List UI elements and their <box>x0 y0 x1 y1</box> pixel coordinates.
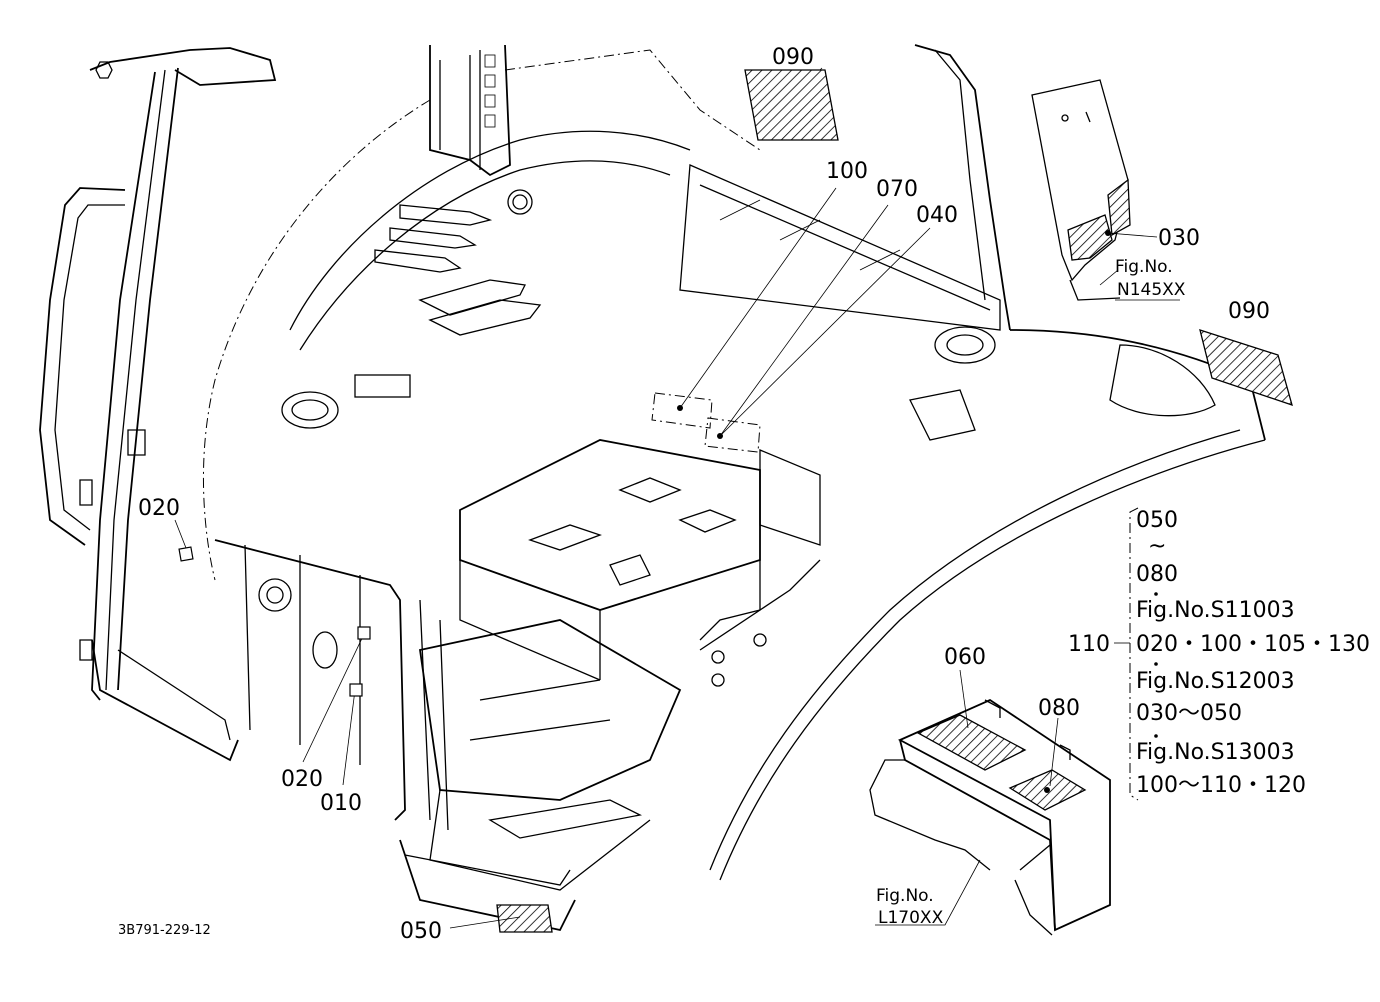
decal-090-top <box>744 69 839 141</box>
label-040: 040 <box>916 203 958 228</box>
label-110: 110 <box>1068 632 1110 657</box>
bracket-line-2: ~ <box>1148 534 1166 559</box>
drawing-id: 3B791-229-12 <box>118 923 211 938</box>
fig-ref-upper-number: N145XX <box>1117 280 1186 300</box>
label-090-top: 090 <box>772 45 814 70</box>
cab-frame-drawing <box>39 44 1266 932</box>
bracket-line-5: 020・100・105・130 <box>1136 632 1370 657</box>
bracket-line-8: Fig.No.S13003 <box>1136 740 1295 765</box>
decal-090-right <box>1199 329 1293 407</box>
fig-ref-lower-prefix: Fig.No. <box>876 886 934 906</box>
inset-rear-cover <box>869 698 1111 936</box>
bracket-line-3: 080 <box>1136 562 1178 587</box>
label-020-lower: 020 <box>281 767 323 792</box>
label-020-upper: 020 <box>138 496 180 521</box>
bracket-line-6: Fig.No.S12003 <box>1136 669 1295 694</box>
inset-window-glass <box>1031 79 1131 301</box>
label-080: 080 <box>1038 696 1080 721</box>
decal-100-070 <box>651 392 761 453</box>
leader-lines <box>174 67 1180 929</box>
fig-ref-upper-prefix: Fig.No. <box>1115 257 1173 277</box>
bracket-line-4: Fig.No.S11003 <box>1136 598 1295 623</box>
label-100: 100 <box>826 159 868 184</box>
bracket-line-7: 030～050 <box>1136 701 1242 726</box>
label-060: 060 <box>944 645 986 670</box>
bracket-line-9: 100～110・120 <box>1136 773 1306 798</box>
bracket-line-1: 050 <box>1136 508 1178 533</box>
label-070: 070 <box>876 177 918 202</box>
fig-ref-lower-number: L170XX <box>878 908 944 928</box>
label-030: 030 <box>1158 226 1200 251</box>
label-090-right: 090 <box>1228 299 1270 324</box>
bracket-group-110: 110 050 ~ 080 Fig.No.S11003 020・100・105・… <box>1068 507 1370 801</box>
label-010: 010 <box>320 791 362 816</box>
decal-050 <box>496 904 553 933</box>
label-050: 050 <box>400 919 442 944</box>
